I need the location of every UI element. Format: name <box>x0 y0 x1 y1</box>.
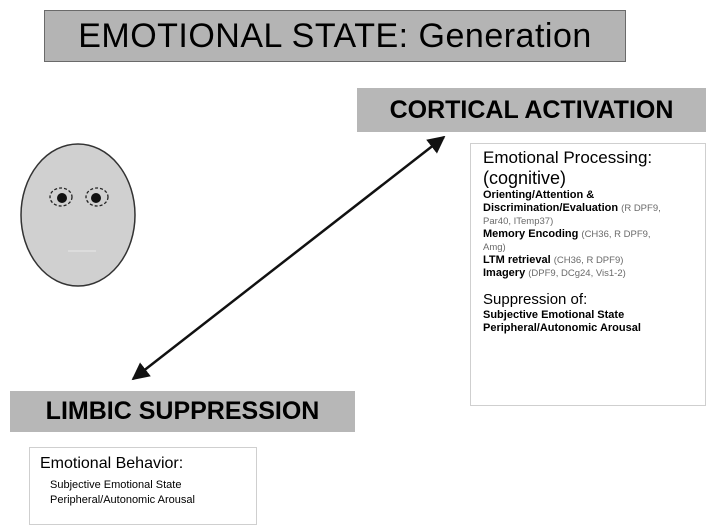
left-pupil <box>57 193 67 203</box>
list-item: Peripheral/Autonomic Arousal <box>50 494 195 506</box>
list-item: LTM retrieval (CH36, R DPF9) <box>483 254 624 266</box>
cognitive-heading-line2: (cognitive) <box>483 168 567 188</box>
list-item: Memory Encoding (CH36, R DPF9, <box>483 228 651 240</box>
suppression-heading: Suppression of: <box>483 291 588 308</box>
emotional-behavior-panel: Emotional Behavior: Subjective Emotional… <box>29 447 257 525</box>
right-eye-outline <box>85 187 109 207</box>
cortical-activation-label: CORTICAL ACTIVATION <box>357 88 706 132</box>
limbic-suppression-label: LIMBIC SUPPRESSION <box>10 391 355 432</box>
face-icon <box>20 143 136 287</box>
right-pupil <box>91 193 101 203</box>
list-item: Subjective Emotional State <box>50 479 182 491</box>
cognitive-processing-panel: Emotional Processing: (cognitive) Orient… <box>470 143 706 406</box>
face-outline <box>20 143 136 287</box>
behavior-heading: Emotional Behavior: <box>40 455 184 472</box>
list-item: Par40, ITemp37) <box>483 216 554 227</box>
list-item: Amg) <box>483 242 506 253</box>
list-item: Peripheral/Autonomic Arousal <box>483 322 641 334</box>
page-title: EMOTIONAL STATE: Generation <box>44 10 626 62</box>
list-item: Imagery (DPF9, DCg24, Vis1-2) <box>483 267 626 279</box>
bidirectional-arrow <box>131 135 446 381</box>
cognitive-heading-line1: Emotional Processing: <box>483 148 653 167</box>
list-item: Discrimination/Evaluation (R DPF9, <box>483 202 661 214</box>
list-item: Orienting/Attention & <box>483 189 595 201</box>
left-eye-outline <box>49 187 73 207</box>
list-item: Subjective Emotional State <box>483 309 625 321</box>
